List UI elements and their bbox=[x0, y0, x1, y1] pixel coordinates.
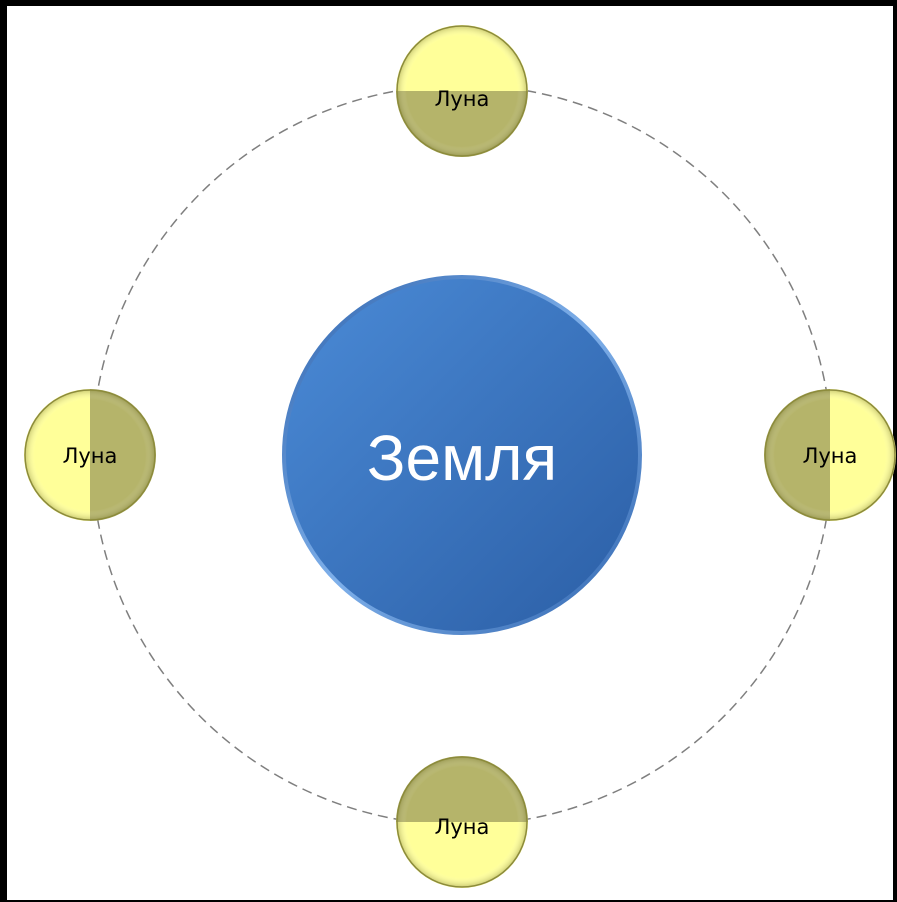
earth-node: Земля bbox=[282, 275, 642, 635]
moon-label-bottom: Луна bbox=[435, 815, 490, 839]
moon-label-right: Луна bbox=[803, 444, 858, 468]
moon-circle bbox=[396, 756, 528, 888]
moon-node-top: Луна bbox=[396, 25, 528, 157]
moon-circle bbox=[764, 389, 896, 521]
moon-node-left: Луна bbox=[24, 389, 156, 521]
moon-circle bbox=[24, 389, 156, 521]
earth-circle bbox=[282, 275, 642, 635]
moon-label-left: Луна bbox=[63, 444, 118, 468]
moon-label-top: Луна bbox=[435, 87, 490, 111]
earth-label: Земля bbox=[367, 422, 557, 494]
moon-circle bbox=[396, 25, 528, 157]
moon-node-right: Луна bbox=[764, 389, 896, 521]
moon-node-bottom: Луна bbox=[396, 756, 528, 888]
